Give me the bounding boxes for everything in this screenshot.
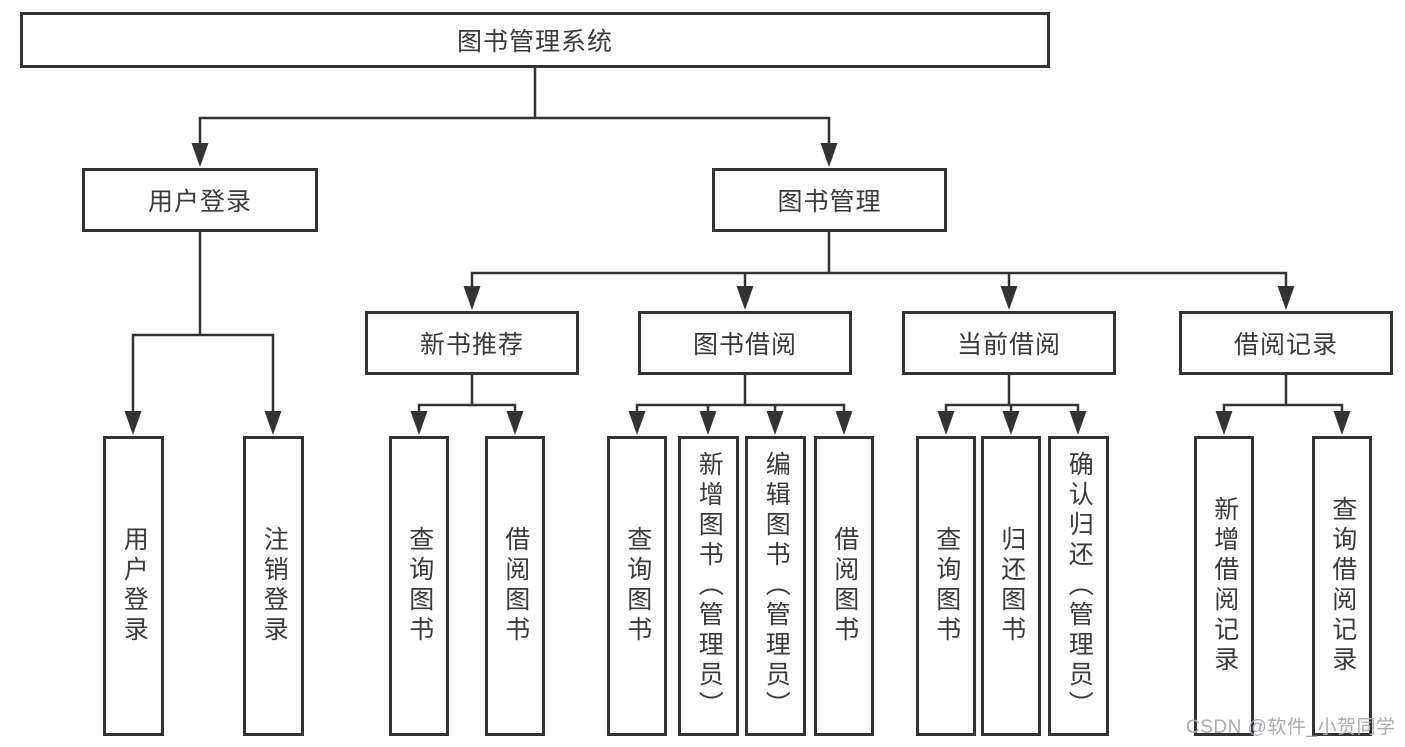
node-leaf-borrow-books-2: 借阅图书 (814, 436, 874, 736)
node-label: 确认归还（管理员） (1065, 451, 1094, 721)
node-label: 图书管理系统 (456, 28, 613, 56)
node-leaf-confirm-return-admin: 确认归还（管理员） (1048, 436, 1109, 736)
node-label: 新增借阅记录 (1210, 496, 1239, 676)
node-new-book-recommend: 新书推荐 (365, 311, 579, 375)
node-label: 图书借阅 (692, 331, 797, 359)
node-user-login: 用户登录 (82, 168, 318, 232)
node-label: 用户登录 (120, 526, 149, 646)
node-current-borrowing: 当前借阅 (902, 311, 1116, 375)
node-leaf-query-books-3: 查询图书 (916, 436, 976, 736)
node-leaf-logout-login: 注销登录 (243, 436, 304, 736)
node-leaf-return-books: 归还图书 (981, 436, 1041, 736)
node-label: 查询图书 (405, 526, 434, 646)
node-label: 借阅图书 (830, 526, 859, 646)
node-label: 新书推荐 (419, 331, 524, 359)
node-leaf-user-login: 用户登录 (103, 436, 164, 736)
node-book-borrowing: 图书借阅 (638, 311, 852, 375)
node-leaf-edit-books-admin: 编辑图书（管理员） (745, 436, 806, 736)
node-label: 查询借阅记录 (1328, 496, 1357, 676)
watermark: CSDN @软件_小贺同学 (1186, 717, 1396, 738)
node-label: 查询图书 (623, 526, 652, 646)
node-label: 用户登录 (147, 188, 252, 216)
node-label: 编辑图书（管理员） (762, 451, 791, 721)
node-label: 图书管理 (777, 188, 882, 216)
node-leaf-borrow-books-1: 借阅图书 (485, 436, 545, 736)
node-label: 借阅图书 (501, 526, 530, 646)
node-label: 借阅记录 (1233, 331, 1338, 359)
node-book-management: 图书管理 (712, 168, 947, 232)
node-borrowing-records: 借阅记录 (1179, 311, 1393, 375)
node-label: 当前借阅 (956, 331, 1061, 359)
node-label: 新增图书（管理员） (695, 451, 724, 721)
node-leaf-add-books-admin: 新增图书（管理员） (678, 436, 739, 736)
node-library-management-system: 图书管理系统 (20, 12, 1050, 68)
node-label: 归还图书 (997, 526, 1026, 646)
node-leaf-query-books-1: 查询图书 (389, 436, 449, 736)
node-leaf-query-books-2: 查询图书 (607, 436, 667, 736)
node-leaf-query-borrow-record: 查询借阅记录 (1312, 436, 1372, 736)
node-leaf-add-borrow-record: 新增借阅记录 (1194, 436, 1254, 736)
node-label: 查询图书 (932, 526, 961, 646)
node-label: 注销登录 (260, 526, 289, 646)
